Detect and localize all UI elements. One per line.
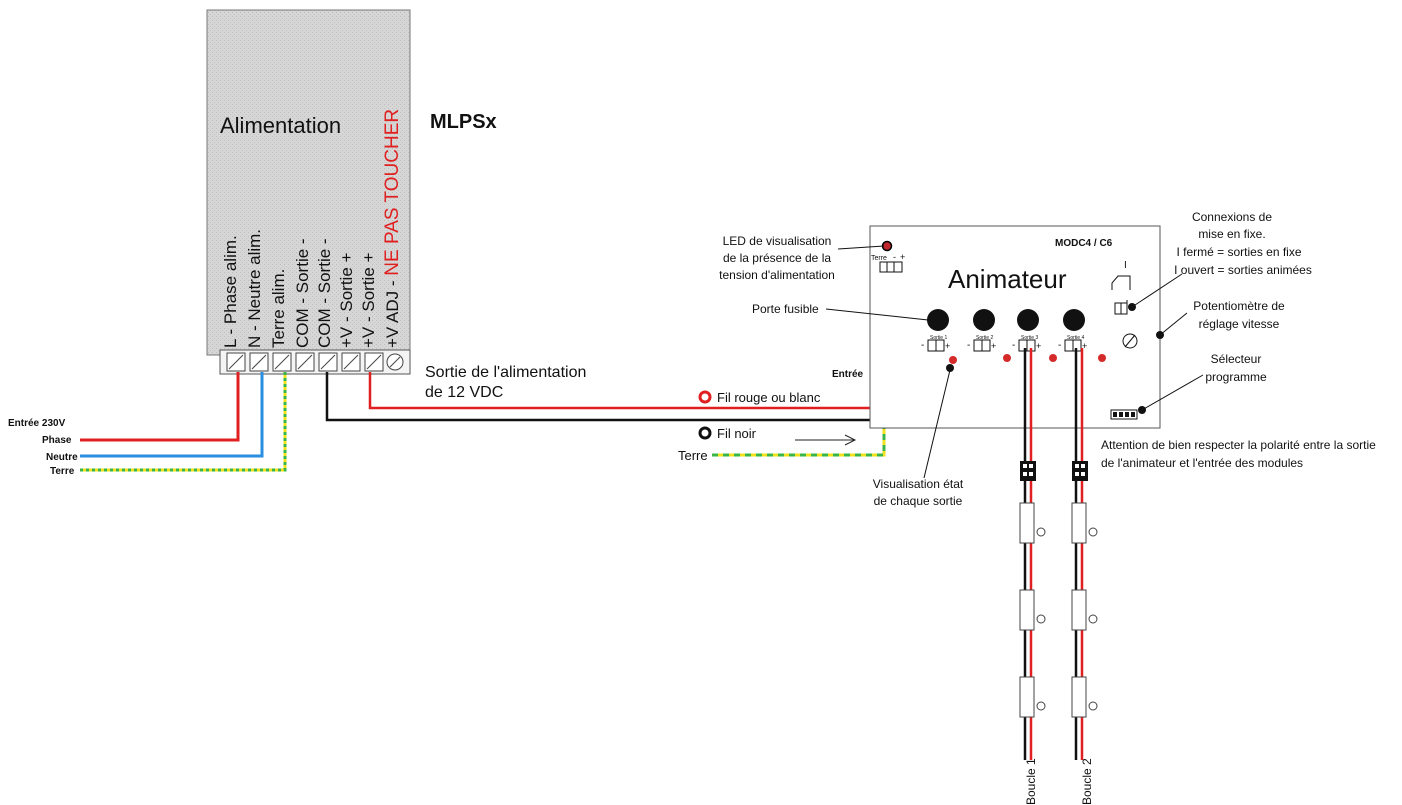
svg-text:-: - bbox=[967, 340, 970, 351]
terminal-label-7: +V - Sortie + bbox=[359, 252, 378, 348]
power-supply: Alimentation MLPSx L - Phase alim. N - N… bbox=[206, 9, 586, 401]
connection-annotation-4: I ouvert = sorties animées bbox=[1174, 263, 1312, 277]
svg-text:Sortie 1: Sortie 1 bbox=[930, 335, 947, 341]
output-led-4 bbox=[1098, 354, 1106, 362]
black-wire-marker bbox=[698, 426, 712, 440]
led-annotation-3: tension d'alimentation bbox=[719, 268, 835, 282]
mains-neutre-label: Neutre bbox=[46, 452, 78, 463]
polarity-annotation-1: Attention de bien respecter la polarité … bbox=[1101, 438, 1376, 452]
psu-output-line2: de 12 VDC bbox=[425, 384, 503, 401]
psu-output-line1: Sortie de l'alimentation bbox=[425, 364, 586, 381]
animator-model: MODC4 / C6 bbox=[1055, 238, 1113, 249]
potentiometer-annotation-2: réglage vitesse bbox=[1199, 317, 1280, 331]
output-led-1 bbox=[949, 356, 957, 364]
black-wire-label: Fil noir bbox=[717, 426, 757, 441]
terminal-label-5: COM - Sortie - bbox=[315, 238, 334, 348]
led-annotation-2: de la présence de la bbox=[723, 251, 831, 265]
output-3: Sortie 3 - + bbox=[1012, 335, 1041, 352]
red-wire-label: Fil rouge ou blanc bbox=[717, 390, 821, 405]
terminal-label-4: COM - Sortie - bbox=[293, 238, 312, 348]
loop-2-label: Boucle 2 bbox=[1080, 758, 1094, 805]
animator-module: MODC4 / C6 Animateur Entrée Terre - + So… bbox=[832, 225, 1161, 429]
animator-title: Animateur bbox=[948, 264, 1067, 294]
led-loop-2: Boucle 2 bbox=[1071, 348, 1098, 805]
polarity-annotation-2: de l'animateur et l'entrée des modules bbox=[1101, 456, 1303, 470]
loop-2-modules bbox=[1071, 502, 1098, 718]
output-4: Sortie 4 - + bbox=[1058, 335, 1087, 352]
terminal-label-8: +V ADJ - NE PAS TOUCHER bbox=[382, 109, 403, 348]
connection-annotation-2: mise en fixe. bbox=[1198, 227, 1265, 241]
mains-input: Entrée 230V Phase Neutre Terre bbox=[8, 372, 287, 477]
input-terminal bbox=[879, 261, 903, 273]
animator-body bbox=[869, 225, 1161, 429]
annotations: LED de visualisation de la présence de l… bbox=[719, 210, 1376, 508]
loop-1-connector bbox=[1020, 461, 1036, 481]
phase-wire bbox=[80, 372, 240, 442]
terminal-label-8-text: +V ADJ - bbox=[383, 280, 402, 348]
fuse-holder-4 bbox=[1063, 309, 1085, 331]
terminal-label-1: L - Phase alim. bbox=[221, 235, 240, 348]
connection-annotation-3: I fermé = sorties en fixe bbox=[1176, 245, 1301, 259]
state-annotation-1: Visualisation état bbox=[873, 477, 964, 491]
mains-terre-label: Terre bbox=[50, 466, 75, 477]
dc-wires: Fil rouge ou blanc Fil noir Terre bbox=[325, 268, 900, 463]
red-wire-marker bbox=[698, 390, 712, 404]
fuse-holder-2 bbox=[973, 309, 995, 331]
led-annotation-1: LED de visualisation bbox=[723, 234, 832, 248]
mains-phase-label: Phase bbox=[42, 435, 72, 446]
loop-1-label: Boucle 1 bbox=[1024, 758, 1038, 805]
terminal-label-3: Terre alim. bbox=[269, 269, 288, 348]
svg-text:+: + bbox=[1082, 341, 1087, 351]
mains-title: Entrée 230V bbox=[8, 418, 66, 429]
loop-1-modules bbox=[1019, 502, 1046, 718]
svg-text:+: + bbox=[945, 341, 950, 351]
potentiometer-annotation-1: Potentiomètre de bbox=[1193, 299, 1285, 313]
svg-text:+: + bbox=[1036, 341, 1041, 351]
psu-body bbox=[206, 9, 411, 356]
psu-terminal-block bbox=[219, 349, 411, 375]
svg-text:-: - bbox=[893, 252, 896, 262]
svg-text:Sortie 2: Sortie 2 bbox=[976, 335, 993, 341]
terminal-label-6: +V - Sortie + bbox=[337, 252, 356, 348]
svg-text:-: - bbox=[1058, 340, 1061, 351]
selector-annotation-1: Sélecteur bbox=[1211, 352, 1262, 366]
led-loop-1: Boucle 1 bbox=[1019, 348, 1046, 805]
terminal-label-2: N - Neutre alim. bbox=[245, 229, 264, 348]
svg-text:-: - bbox=[1012, 340, 1015, 351]
svg-text:+: + bbox=[900, 252, 905, 262]
loop-2-connector bbox=[1072, 461, 1088, 481]
jumper-switch bbox=[1111, 275, 1131, 290]
svg-text:Sortie 3: Sortie 3 bbox=[1021, 335, 1038, 341]
neutral-wire bbox=[80, 372, 264, 458]
jumper-symbol: I bbox=[1124, 260, 1127, 271]
output-2: Sortie 2 - + bbox=[967, 335, 996, 352]
connection-annotation-1: Connexions de bbox=[1192, 210, 1272, 224]
output-led-2 bbox=[1003, 354, 1011, 362]
input-terre-label: Terre bbox=[871, 255, 887, 262]
animator-input-label: Entrée bbox=[832, 369, 864, 380]
psu-model: MLPSx bbox=[430, 111, 497, 133]
svg-text:Sortie 4: Sortie 4 bbox=[1067, 335, 1084, 341]
program-selector bbox=[1110, 409, 1138, 420]
psu-title: Alimentation bbox=[220, 113, 341, 138]
psu-warning: NE PAS TOUCHER bbox=[382, 109, 403, 276]
ground-wire-label: Terre bbox=[678, 448, 708, 463]
state-annotation-2: de chaque sortie bbox=[874, 494, 963, 508]
output-1: Sortie 1 - + bbox=[921, 335, 950, 352]
fuse-holder-3 bbox=[1017, 309, 1039, 331]
svg-text:-: - bbox=[921, 340, 924, 351]
psu-terminal-labels: L - Phase alim. N - Neutre alim. Terre a… bbox=[221, 109, 403, 348]
fuse-holder-1 bbox=[927, 309, 949, 331]
output-led-3 bbox=[1049, 354, 1057, 362]
fuse-annotation: Porte fusible bbox=[752, 302, 819, 316]
selector-annotation-2: programme bbox=[1205, 370, 1267, 384]
svg-text:+: + bbox=[991, 341, 996, 351]
